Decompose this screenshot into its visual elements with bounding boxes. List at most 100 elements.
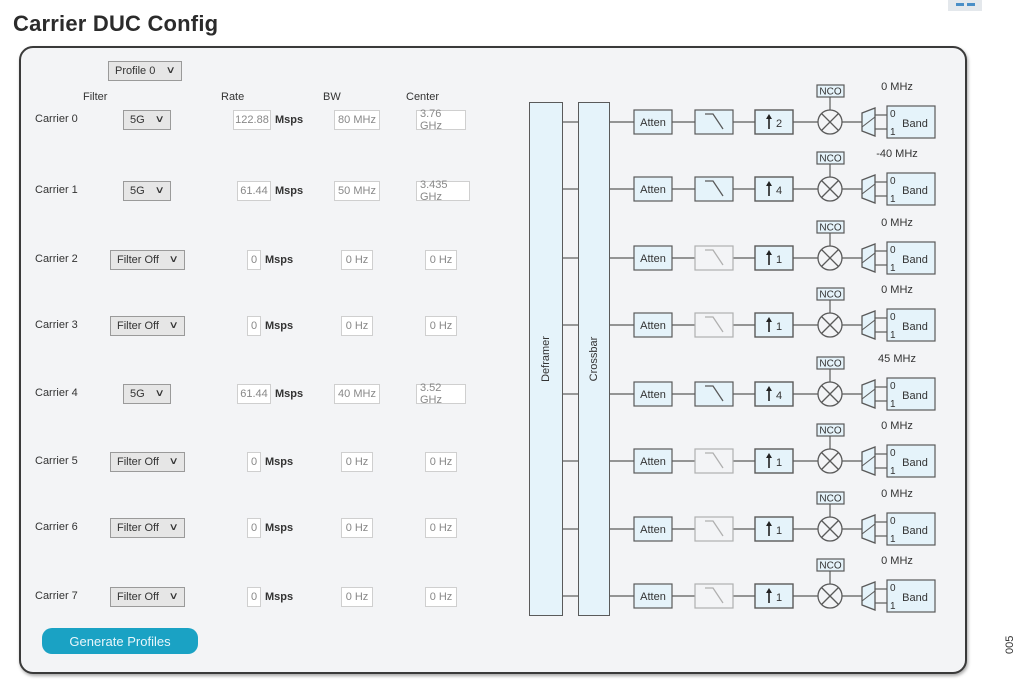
chevron-down-icon: ∨: [168, 522, 179, 533]
band-port-0-label: 0: [890, 245, 896, 256]
carrier-bw-field[interactable]: 0 Hz: [341, 452, 373, 472]
interpolation-factor: 2: [776, 118, 782, 130]
carrier-filter-select[interactable]: Filter Off ∨: [110, 452, 185, 472]
carrier-bw-field[interactable]: 50 MHz: [334, 181, 380, 201]
band-label: Band: [902, 592, 928, 604]
nco-frequency: 0 MHz: [881, 217, 913, 229]
lowpass-filter-icon: [705, 316, 724, 333]
nco-block: [816, 287, 845, 301]
carrier-bw-field[interactable]: 0 Hz: [341, 587, 373, 607]
band-port-1-label: 1: [890, 399, 896, 410]
expand-icon-right: [967, 3, 975, 6]
carrier-label: Carrier 7: [35, 590, 78, 602]
interpolation-factor: 1: [776, 592, 782, 604]
upsample-arrowhead-icon: [766, 521, 772, 526]
rate-unit-label: Msps: [275, 114, 304, 126]
band-block: [886, 444, 936, 478]
carrier-filter-select[interactable]: 5G ∨: [123, 110, 171, 130]
carrier-center-field[interactable]: 0 Hz: [425, 587, 457, 607]
band-label: Band: [902, 321, 928, 333]
carrier-bw-field[interactable]: 80 MHz: [334, 110, 380, 130]
carrier-bw-field[interactable]: 0 Hz: [341, 316, 373, 336]
carrier-label: Carrier 2: [35, 253, 78, 265]
carrier-filter-select[interactable]: Filter Off ∨: [110, 316, 185, 336]
nco-label: NCO: [819, 426, 841, 437]
carrier-center-field[interactable]: 0 Hz: [425, 250, 457, 270]
duc-config-panel: Profile 0 ∨ Filter Rate BW Center Carrie…: [19, 46, 967, 674]
carrier-filter-select[interactable]: 5G ∨: [123, 181, 171, 201]
nco-label: NCO: [819, 290, 841, 301]
carrier-rate-field[interactable]: 0: [247, 316, 261, 336]
band-block: [886, 172, 936, 206]
band-port-0-label: 0: [890, 381, 896, 392]
carrier-rate-field[interactable]: 122.88: [233, 110, 271, 130]
carrier-rate-field[interactable]: 0: [247, 452, 261, 472]
chevron-down-icon: ∨: [154, 114, 165, 125]
band-port-1-label: 1: [890, 534, 896, 545]
nco-frequency: 0 MHz: [881, 81, 913, 93]
band-label: Band: [902, 118, 928, 130]
carrier-filter-select[interactable]: 5G ∨: [123, 384, 171, 404]
atten-block: [633, 448, 673, 474]
band-switch-blade: [861, 523, 876, 535]
column-header-filter: Filter: [83, 91, 108, 103]
carrier-center-field[interactable]: 0 Hz: [425, 452, 457, 472]
carrier-bw-field[interactable]: 0 Hz: [341, 518, 373, 538]
nco-frequency: 0 MHz: [881, 555, 913, 567]
band-port-1-label: 1: [890, 194, 896, 205]
rate-unit-label: Msps: [275, 185, 304, 197]
band-port-0-label: 0: [890, 176, 896, 187]
carrier-center-field[interactable]: 0 Hz: [425, 518, 457, 538]
band-switch-blade: [861, 455, 876, 467]
carrier-rate-field[interactable]: 0: [247, 518, 261, 538]
generate-profiles-button[interactable]: Generate Profiles: [42, 628, 198, 654]
interpolation-factor: 4: [776, 390, 782, 402]
column-header-center: Center: [406, 91, 440, 103]
mixer-cross-b: [821, 452, 839, 470]
band-port-1-label: 1: [890, 466, 896, 477]
nco-block: [816, 151, 845, 165]
carrier-rate-field[interactable]: 61.44: [237, 384, 271, 404]
carrier-filter-select[interactable]: Filter Off ∨: [110, 250, 185, 270]
carrier-bw-field[interactable]: 40 MHz: [334, 384, 380, 404]
lowpass-filter-icon: [705, 249, 724, 266]
band-block: [886, 241, 936, 275]
interpolator-block: [754, 583, 794, 609]
interpolation-factor: 4: [776, 185, 782, 197]
atten-block: [633, 109, 673, 135]
lowpass-filter-icon: [705, 452, 724, 469]
upsample-arrowhead-icon: [766, 588, 772, 593]
filter-select-value: Filter Off: [117, 320, 159, 332]
expand-icon[interactable]: [948, 0, 982, 11]
profile-select[interactable]: Profile 0 ∨: [108, 61, 182, 81]
carrier-filter-select[interactable]: Filter Off ∨: [110, 587, 185, 607]
band-port-1-label: 1: [890, 263, 896, 274]
carrier-center-field[interactable]: 0 Hz: [425, 316, 457, 336]
nco-block: [816, 356, 845, 370]
carrier-rate-field[interactable]: 0: [247, 587, 261, 607]
atten-label: Atten: [640, 320, 666, 332]
carrier-rate-field[interactable]: 61.44: [237, 181, 271, 201]
carrier-center-field[interactable]: 3.76 GHz: [416, 108, 466, 132]
band-port-0-label: 0: [890, 448, 896, 459]
carrier-bw-field[interactable]: 0 Hz: [341, 250, 373, 270]
band-switch-blade: [861, 388, 876, 400]
carrier-center-field[interactable]: 3.52 GHz: [416, 382, 466, 406]
carrier-filter-select[interactable]: Filter Off ∨: [110, 518, 185, 538]
band-label: Band: [902, 254, 928, 266]
deframer-block: Deframer: [529, 102, 563, 616]
band-block: [886, 579, 936, 613]
rate-unit-label: Msps: [265, 254, 294, 266]
rate-unit-label: Msps: [265, 522, 294, 534]
atten-block: [633, 381, 673, 407]
lowpass-filter-block-disabled: [694, 312, 734, 338]
filter-select-value: 5G: [130, 388, 145, 400]
carrier-center-field[interactable]: 3.435 GHz: [416, 179, 470, 203]
profile-select-value: Profile 0: [115, 65, 156, 77]
carrier-rate-field[interactable]: 0: [247, 250, 261, 270]
band-switch-blade: [861, 319, 876, 331]
